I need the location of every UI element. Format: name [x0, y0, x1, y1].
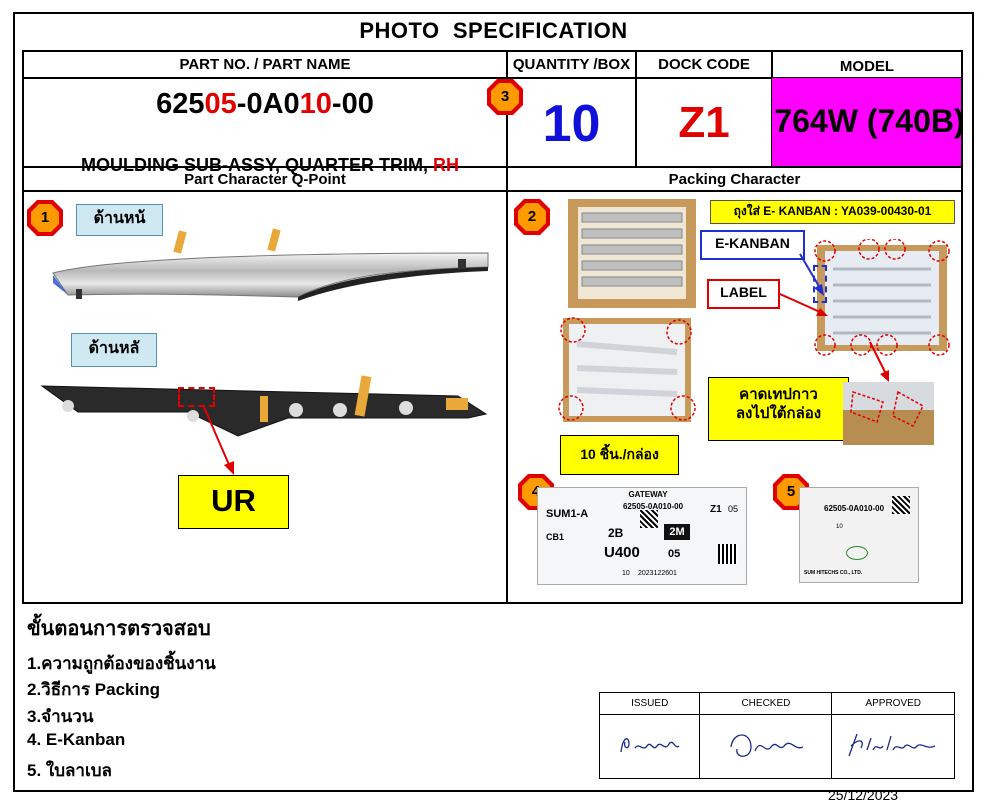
approved-header: APPROVED: [831, 692, 955, 715]
kanban-cb1: CB1: [546, 532, 565, 542]
empty-tray-photo: [555, 314, 697, 426]
quantity-header: QUANTITY /BOX: [512, 56, 631, 73]
back-part-photo: [38, 372, 488, 438]
label-maker: SUM HITECHS CO., LTD.: [804, 570, 863, 576]
part-number-a: 625: [156, 88, 205, 120]
issued-signature: [598, 714, 701, 779]
page-title: PHOTO SPECIFICATION: [359, 18, 628, 43]
part-number-d: 10: [299, 88, 332, 120]
checked-signature: [699, 714, 833, 779]
grid-line: [22, 166, 963, 168]
bag-box-photo: [813, 239, 953, 357]
ekanban-marker: [813, 265, 827, 303]
kanban-05: 05: [668, 548, 681, 560]
arrow-icon: [780, 253, 828, 316]
grid-line: [22, 50, 24, 604]
signoff-date: 25/12/2023: [828, 787, 899, 803]
part-name: MOULDING SUB-ASSY, QUARTER TRIM, RH: [24, 134, 506, 176]
inspection-item-4: 4. E-Kanban: [27, 730, 126, 749]
grid-line: [22, 50, 963, 52]
stamp-icon: [846, 546, 868, 560]
badge-5-icon: 5: [772, 473, 810, 511]
kanban-partno: 62505-0A010-00: [622, 502, 684, 511]
qr-code-icon: [892, 496, 910, 514]
quantity-value: 10: [542, 95, 601, 153]
kanban-code1: SUM1-A: [546, 508, 589, 520]
packed-box-photo: [568, 199, 696, 308]
dock-code-value: Z1: [678, 98, 730, 147]
inspection-title: ขั้นตอนการตรวจสอบ: [27, 618, 211, 640]
inspection-item-3: 3.จำนวน: [27, 707, 94, 726]
section-part-character: Part Character Q-Point: [184, 171, 346, 188]
grid-line: [961, 50, 963, 604]
badge-2-icon: 2: [513, 198, 551, 236]
model-header: MODEL: [839, 58, 895, 75]
qr-code-icon: [718, 544, 738, 564]
kanban-bag-note: ถุงใส่ E- KANBAN : YA039-00430-01: [710, 200, 955, 224]
tape-note-line-1: คาดเทปกาว: [739, 386, 818, 403]
arrow-icon: [869, 341, 889, 382]
badge-1-icon: 1: [26, 199, 64, 237]
tape-note-line-2: ลงไปใต้กล่อง: [735, 405, 822, 422]
issued-header: ISSUED: [598, 692, 701, 715]
qr-code-icon: [640, 510, 658, 528]
front-part-photo: [48, 225, 493, 305]
dock-code-header: DOCK CODE: [658, 56, 750, 73]
kanban-2b: 2B: [608, 526, 624, 540]
ekanban-label: E-KANBAN: [700, 230, 805, 260]
grid-line: [506, 50, 508, 604]
badge-4-icon: 4: [517, 473, 555, 511]
document-frame: [13, 12, 974, 792]
kanban-top: GATEWAY: [628, 490, 668, 499]
ur-label: UR: [178, 475, 289, 529]
part-header: PART NO. / PART NAME: [179, 56, 351, 73]
tape-photo: [843, 382, 934, 445]
q-point-marker: [178, 387, 215, 407]
label-tag: LABEL: [707, 279, 780, 309]
grid-line: [22, 190, 963, 192]
signoff-table: ISSUED CHECKED APPROVED: [598, 692, 955, 779]
grid-line: [635, 50, 637, 168]
inspection-item-2: 2.วิธีการ Packing: [27, 680, 160, 699]
kanban-n05: 05: [728, 504, 739, 514]
label-partno: 62505-0A010-00: [824, 504, 885, 513]
checked-header: CHECKED: [699, 692, 833, 715]
model-value: 764W (740B): [774, 103, 965, 139]
label-qty: 10: [836, 524, 843, 530]
tape-note: คาดเทปกาว ลงไปใต้กล่อง: [708, 377, 849, 441]
grid-line: [22, 602, 963, 604]
kanban-card-photo: GATEWAY 62505-0A010-00 SUM1-A Z1 05 2B 2…: [537, 487, 747, 585]
part-number-e: -00: [331, 88, 374, 120]
inspection-item-1: 1.ความถูกต้องของชิ้นงาน: [27, 654, 216, 673]
part-number: 62505-0A010-00: [24, 88, 506, 121]
inspection-item-5: 5. ใบลาเบล: [27, 761, 112, 780]
label-card-photo: 62505-0A010-00 10 SUM HITECHS CO., LTD.: [799, 487, 919, 583]
badge-3-icon: 3: [486, 78, 524, 116]
kanban-date: 2023122601: [638, 570, 677, 577]
model-cell: [772, 78, 961, 166]
approved-signature: [831, 714, 955, 779]
front-side-label: ด้านหน้: [76, 204, 163, 236]
part-name-text: MOULDING SUB-ASSY, QUARTER TRIM,: [81, 155, 434, 175]
arrow-icon: [203, 406, 234, 475]
part-number-c: -0A0: [236, 88, 300, 120]
kanban-u400: U400: [604, 544, 640, 561]
kanban-qty: 10: [622, 570, 630, 577]
section-packing-character: Packing Character: [668, 171, 801, 188]
back-side-label: ด้านหลั: [71, 333, 157, 367]
kanban-2m: 2M: [664, 524, 690, 540]
part-side: RH: [433, 155, 460, 175]
kanban-z1: Z1: [710, 504, 722, 515]
pcs-per-box-note: 10 ชิ้น./กล่อง: [560, 435, 679, 475]
grid-line: [22, 77, 963, 79]
part-number-b: 05: [204, 88, 237, 120]
